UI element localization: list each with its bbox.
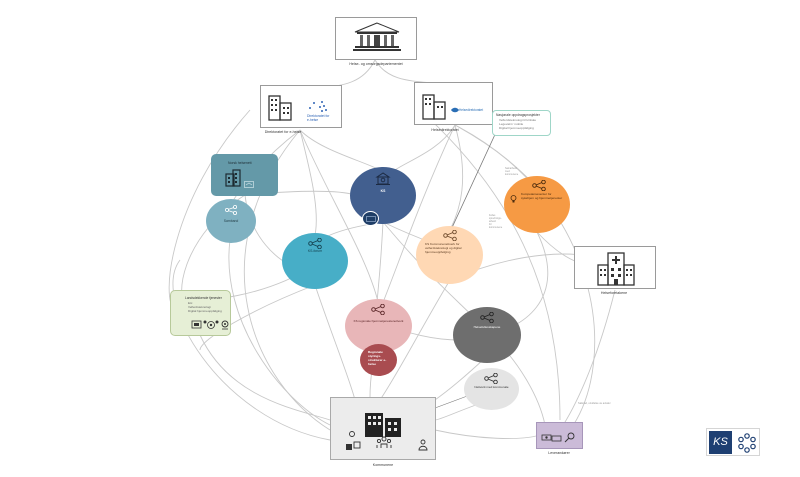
share-network-icon [532, 180, 546, 191]
kompetansesenter-label: Kompetansesenter for sykehjem og hjemmet… [521, 192, 563, 200]
kommunene-label: Kommunene [372, 463, 394, 467]
annotation-line: Samarbeid [505, 167, 517, 170]
town-hall-icon [375, 172, 391, 185]
nettverk-label: Nettverk med kommunale [474, 385, 509, 389]
ministry-box[interactable] [335, 17, 417, 60]
ks-kommunenettverk-node[interactable]: KS Kommunenettverk for velferdsteknologi… [416, 226, 483, 284]
hdir-label: Helsedirektoratet [431, 128, 459, 132]
annotation-line: arbeid [489, 220, 496, 223]
lande-item: Velferdsteknologi [188, 305, 211, 309]
ks-kommunenettverk-label: KS Kommunenettverk for velferdsteknologi… [425, 242, 462, 254]
helseforetak-box[interactable] [574, 246, 656, 289]
ministry-label: Helse- og omsorgsdepartementet [349, 62, 403, 66]
annotation-line: Felles [489, 214, 496, 217]
devices-icon [346, 431, 361, 450]
helseforetak-label: Helseforetakene [600, 291, 628, 295]
norsk-helsenett-box[interactable]: Norsk helsenett [211, 154, 278, 196]
nettverk-node[interactable]: Nettverk med kommunale [464, 368, 519, 410]
hdir-logo-icon [451, 107, 459, 113]
leverandor-box[interactable] [536, 422, 583, 449]
ring-logo-icon [738, 433, 756, 453]
nasjonale-item: Digital hjemmeoppfølging [499, 126, 534, 130]
ks-forum-label: KS-forum [307, 249, 323, 253]
kommunene-box[interactable] [330, 397, 436, 460]
share-network-icon [371, 304, 385, 315]
helsefelleskap-node[interactable]: Helsefellesskapene [453, 307, 521, 363]
regionale-node[interactable]: Regionale styrings-strukturer e-helse [360, 344, 397, 376]
directorate-box[interactable]: Direktoratet for e-helse [260, 85, 342, 128]
building-icon [225, 169, 241, 187]
annotation-small-mid: Felles sprednings- arbeid for kommunene [489, 214, 502, 229]
directorate-label: Direktoratet for e-helse [264, 130, 302, 134]
share-network-icon [443, 230, 457, 241]
card-icon [366, 216, 376, 222]
share-network-icon [308, 238, 322, 249]
tech-icons [191, 320, 229, 330]
lande-item: Digital hjemmeoppfølging [188, 309, 222, 313]
ks-regionale-label: KS regionale hjemmetjenestenettverk [353, 319, 404, 323]
lande-item: Etc [188, 301, 193, 305]
nasjonale-title: Nasjonale oppdragsprosjekter [496, 113, 540, 117]
ks-small-node[interactable] [362, 211, 379, 226]
ks-forum-node[interactable]: KS-forum [282, 233, 348, 289]
network-small-icon [244, 181, 254, 188]
regionale-label: Regionale styrings-strukturer e-helse [368, 350, 387, 366]
directorate-logo-text: Direktoratet for e-helse [307, 114, 330, 123]
samband-node[interactable]: Samband [206, 199, 256, 243]
share-network-icon [480, 312, 494, 323]
person-icon [418, 439, 428, 451]
dots-logo-icon [309, 101, 327, 112]
hospital-icon [597, 252, 635, 286]
office-building-icon [268, 95, 292, 121]
annotation-line: kommunene [489, 226, 503, 229]
city-buildings-icon [365, 413, 401, 437]
people-group-icon [376, 436, 392, 448]
lande-title: Landsdekkende tjenester [185, 296, 222, 300]
share-network-icon [484, 373, 498, 384]
hdir-box[interactable]: Helsedirektoratet [414, 82, 493, 125]
hdir-logo-text: Helsedirektoratet [459, 108, 484, 112]
nasjonale-box: Nasjonale oppdragsprosjekter Velferdstek… [492, 110, 551, 136]
nasjonale-item: Legevakt / mobile [499, 122, 524, 126]
annotation-small-left: Samarbeid med kommunene [505, 167, 518, 176]
norsk-helsenett-label: Norsk helsenett [228, 161, 252, 165]
samband-label: Samband [223, 219, 239, 223]
annotation-line: sprednings- [489, 217, 502, 220]
lightbulb-icon [510, 195, 517, 203]
annotation-line: for [489, 223, 492, 226]
ks-label: KS [380, 189, 386, 193]
share-network-icon [225, 205, 237, 215]
government-building-icon [353, 22, 401, 51]
ks-logo: KS [706, 428, 760, 456]
annotation-line: kommunene [505, 173, 519, 176]
office-building-icon [422, 94, 446, 120]
leverandor-label: Leverandører [548, 451, 570, 455]
lande-box: Landsdekkende tjenester Etc Velferdstekn… [170, 290, 231, 336]
ks-node[interactable]: KS [350, 167, 416, 224]
money-icons [541, 432, 575, 443]
annotation-line: med [505, 170, 510, 173]
helsefelleskap-label: Helsefellesskapene [473, 325, 501, 329]
kompetansesenter-node[interactable]: Kompetansesenter for sykehjem og hjemmet… [504, 176, 570, 233]
ks-logo-text: KS [709, 431, 732, 454]
nasjonale-item: Velferdsteknologi til kritiske [499, 118, 537, 122]
annotation-bottom-right: Søknad, utvidelse av avtaler [578, 402, 611, 405]
